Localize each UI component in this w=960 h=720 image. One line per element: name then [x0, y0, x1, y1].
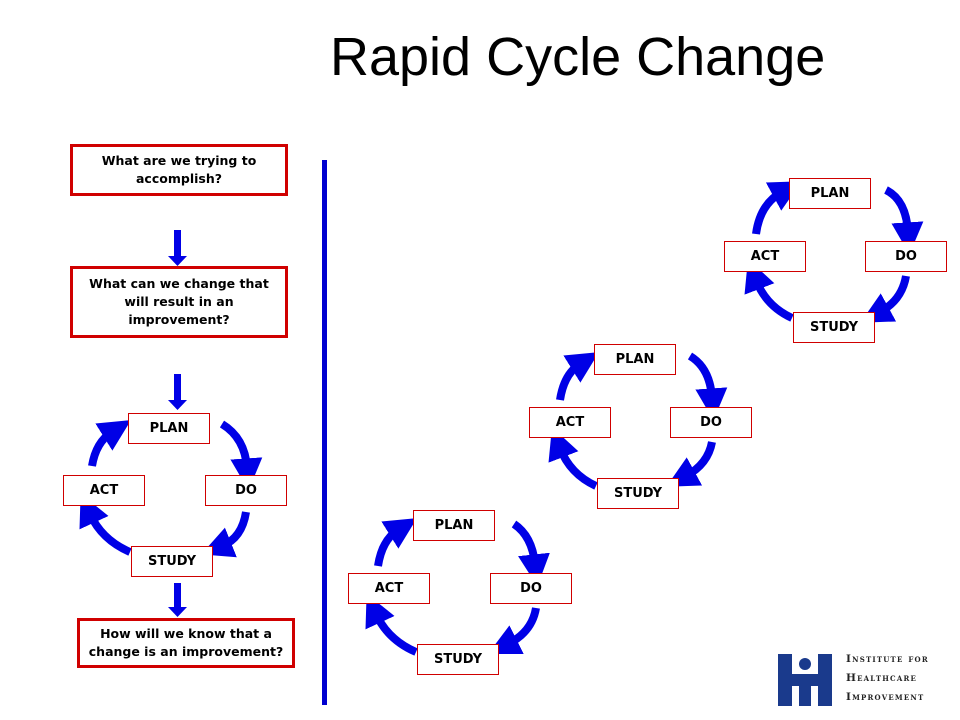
logo-line-1: Institute for	[846, 653, 929, 665]
do-box-bottom: DO	[490, 573, 572, 604]
act-box-left: ACT	[63, 475, 145, 506]
study-box-left: STUDY	[131, 546, 213, 577]
study-box-bottom: STUDY	[417, 644, 499, 675]
question-change-box: What can we change that will result in a…	[70, 266, 288, 338]
do-box-left: DO	[205, 475, 287, 506]
question-measure-box: How will we know that a change is an imp…	[77, 618, 295, 668]
study-label: STUDY	[433, 652, 483, 667]
plan-label: PLAN	[810, 186, 850, 201]
act-label: ACT	[750, 249, 780, 264]
plan-label: PLAN	[615, 352, 655, 367]
plan-box-top: PLAN	[789, 178, 871, 209]
plan-box-bottom: PLAN	[413, 510, 495, 541]
question-aim-box: What are we trying to accomplish?	[70, 144, 288, 196]
ihi-h-mark-icon	[778, 654, 832, 706]
act-label: ACT	[374, 581, 404, 596]
do-box-top: DO	[865, 241, 947, 272]
act-box-bottom: ACT	[348, 573, 430, 604]
down-arrow-3	[168, 583, 187, 617]
down-arrow-2	[168, 374, 187, 410]
pdsa-cycle-arrows-left	[79, 420, 263, 558]
act-label: ACT	[89, 483, 119, 498]
study-label: STUDY	[613, 486, 663, 501]
study-label: STUDY	[809, 320, 859, 335]
do-label: DO	[520, 581, 542, 596]
act-box-top: ACT	[724, 241, 806, 272]
act-box-middle: ACT	[529, 407, 611, 438]
do-box-middle: DO	[670, 407, 752, 438]
study-box-top: STUDY	[793, 312, 875, 343]
question-measure-text: How will we know that a change is an imp…	[88, 626, 284, 659]
pdsa-cycle-arrows-bottom	[365, 518, 550, 656]
pdsa-cycle-arrows-top	[744, 181, 924, 323]
do-label: DO	[700, 415, 722, 430]
pdsa-cycle-arrows-middle	[548, 352, 728, 490]
study-box-middle: STUDY	[597, 478, 679, 509]
plan-box-left: PLAN	[128, 413, 210, 444]
plan-label: PLAN	[434, 518, 474, 533]
logo-line-3: Improvement	[846, 691, 925, 703]
study-label: STUDY	[147, 554, 197, 569]
section-divider	[322, 160, 327, 705]
question-aim-text: What are we trying to accomplish?	[101, 153, 257, 186]
question-change-text: What can we change that will result in a…	[89, 276, 269, 327]
ihi-logo: Institute for Healthcare Improvement	[776, 650, 956, 710]
do-label: DO	[895, 249, 917, 264]
plan-label: PLAN	[149, 421, 189, 436]
down-arrow-1	[168, 230, 187, 266]
act-label: ACT	[555, 415, 585, 430]
page-title: Rapid Cycle Change	[330, 27, 826, 87]
plan-box-middle: PLAN	[594, 344, 676, 375]
logo-line-2: Healthcare	[846, 672, 918, 684]
do-label: DO	[235, 483, 257, 498]
